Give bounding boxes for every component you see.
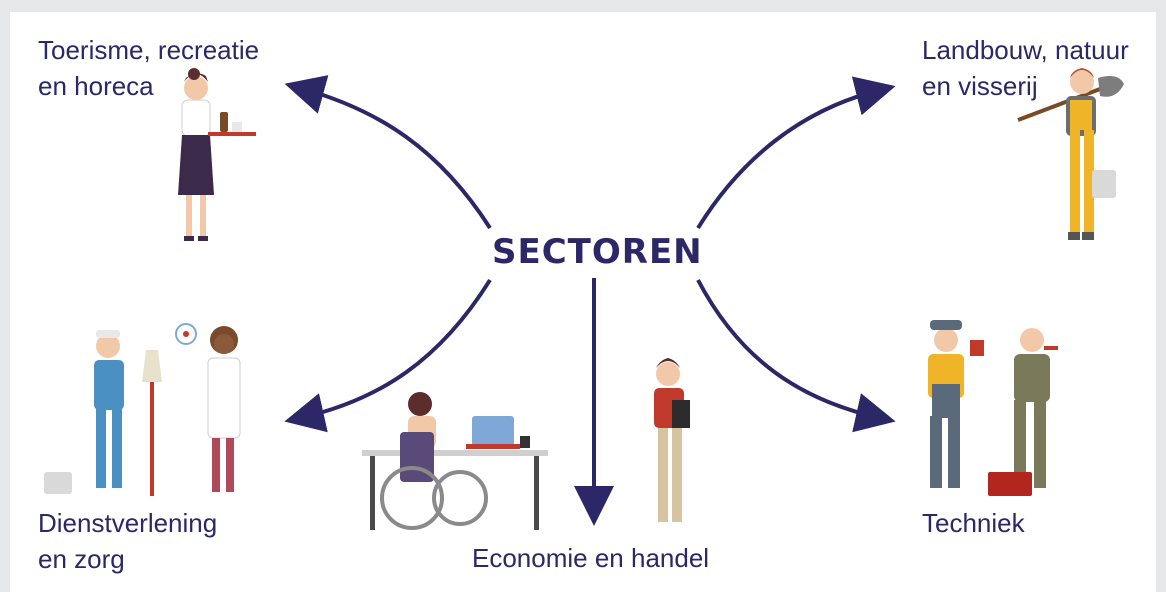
scientist-illustration [175,323,241,492]
sector-label-line: en zorg [38,544,125,574]
sector-label-line: Landbouw, natuur [922,35,1129,65]
arrow-landbouw [696,76,896,230]
sector-label-line: Techniek [922,508,1025,538]
arrow-dienstverlening [284,278,492,433]
businesswoman-illustration [654,358,690,522]
sector-label-line: Toerisme, recreatie [38,35,260,65]
farmer-illustration [1017,68,1124,240]
arrow-techniek [696,279,896,433]
sector-label-line: Dienstverlening [38,508,218,538]
arrow-toerisme [284,75,492,230]
center-title: SECTOREN [492,232,703,272]
sector-label-economie: Economie en handel [472,540,709,576]
sector-label-dienstverlening: Dienstverlening en zorg [38,505,217,577]
sector-label-techniek: Techniek [922,505,1025,541]
waitress-illustration [178,68,256,241]
technician-illustration [928,320,984,488]
wheelchair-worker-illustration [362,392,548,530]
sector-label-toerisme: Toerisme, recreatie en horeca [38,32,259,104]
technician-2-illustration [988,328,1058,496]
sector-label-line: Economie en handel [472,543,710,573]
sector-label-line: en visserij [922,71,1038,101]
sector-label-landbouw: Landbouw, natuur en visserij [922,32,1129,104]
sector-label-line: en horeca [38,71,154,101]
cleaner-illustration [44,330,162,496]
